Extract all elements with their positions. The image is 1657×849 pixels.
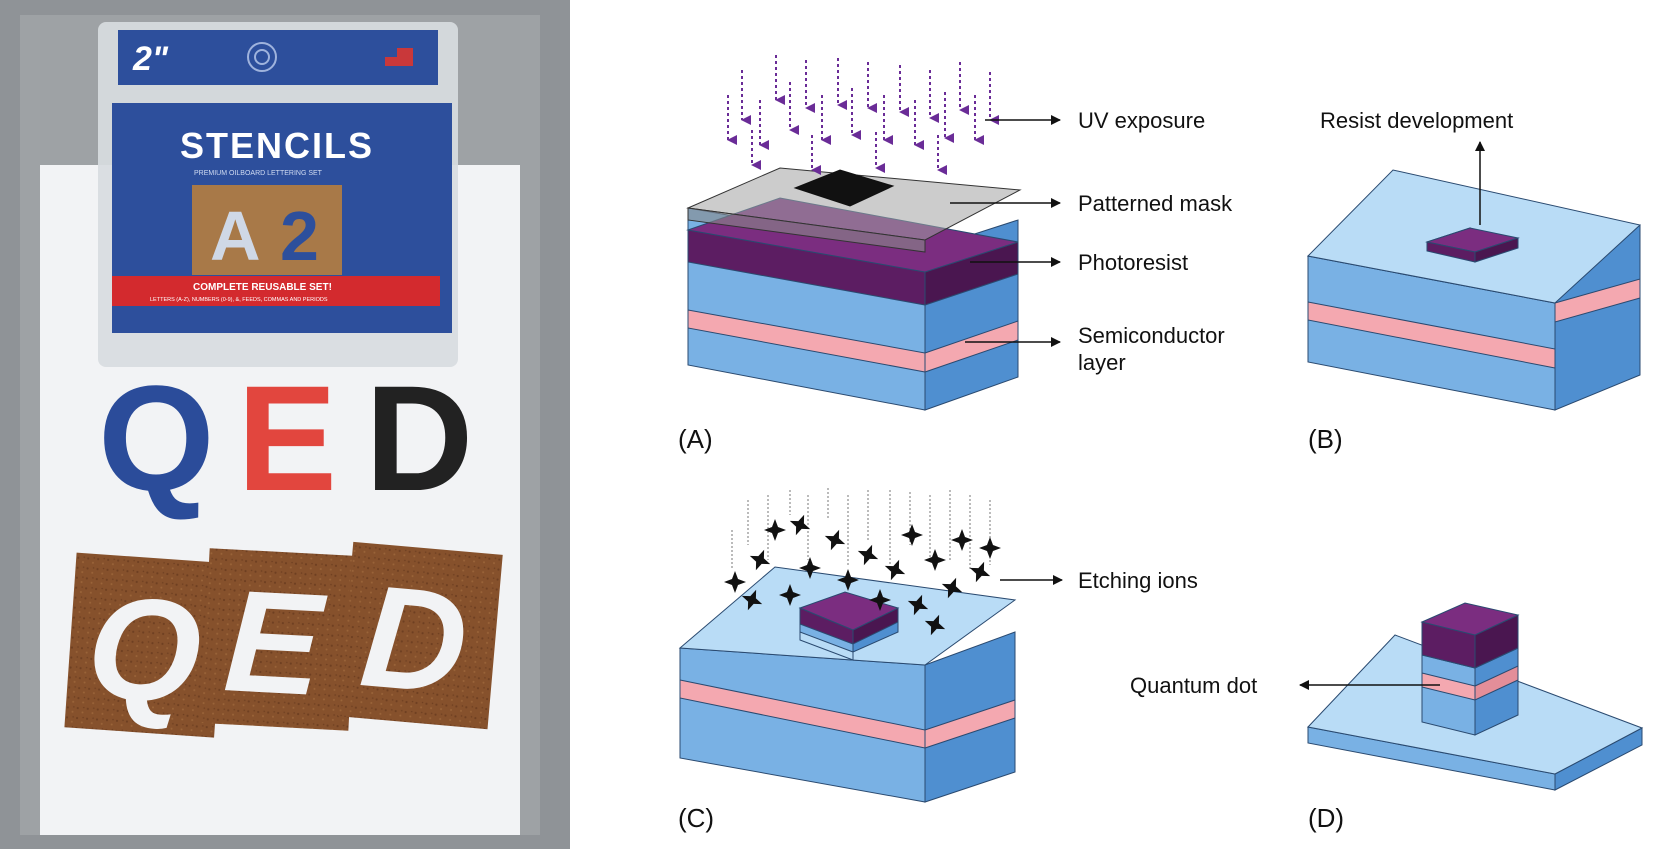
panel-b <box>1306 169 1642 411</box>
package-subtitle: PREMIUM OILBOARD LETTERING SET <box>194 170 323 177</box>
panel-d <box>1307 602 1644 791</box>
stencil-letter-e: E <box>221 559 330 726</box>
package-brand: STENCILS <box>180 125 374 166</box>
painted-letters: Q E D <box>98 354 473 522</box>
package-sample-digit: 2 <box>280 197 319 275</box>
package-size-label: 2" <box>132 40 169 78</box>
etching-ions <box>724 514 1001 636</box>
panel-a <box>686 167 1022 411</box>
callout-uv-exposure: UV exposure <box>1078 108 1205 133</box>
callout-patterned-mask: Patterned mask <box>1078 191 1233 216</box>
package-sample-letter: A <box>210 197 261 275</box>
painted-letter-q: Q <box>98 354 215 522</box>
stencil-board-d <box>338 541 503 730</box>
stencil-letter-q: Q <box>83 565 207 734</box>
panel-label-a: (A) <box>678 424 713 454</box>
callout-semiconductor-layer: layer <box>1078 350 1126 375</box>
stencil-board-e <box>200 548 358 731</box>
stencil-boards: Q E D <box>64 541 503 738</box>
lithography-diagram: UV exposure Patterned mask Photoresist S… <box>678 55 1644 833</box>
package-banner-title: COMPLETE REUSABLE SET! <box>193 282 332 293</box>
panel-c <box>678 566 1017 803</box>
callout-etching-ions: Etching ions <box>1078 568 1198 593</box>
stencil-package: 2" STENCILS PREMIUM OILBOARD LETTERING S… <box>98 22 458 367</box>
panel-label-b: (B) <box>1308 424 1343 454</box>
uv-arrows <box>727 55 999 175</box>
painted-letter-e: E <box>237 354 337 522</box>
panel-label-c: (C) <box>678 803 714 833</box>
callout-semiconductor: Semiconductor <box>1078 323 1225 348</box>
stencil-board-q <box>64 552 227 738</box>
panel-a-callouts <box>950 115 1061 347</box>
callout-quantum-dot: Quantum dot <box>1130 673 1257 698</box>
callout-resist-development: Resist development <box>1320 108 1513 133</box>
panel-label-d: (D) <box>1308 803 1344 833</box>
callout-photoresist: Photoresist <box>1078 250 1188 275</box>
stencil-letter-d: D <box>355 554 473 725</box>
stencil-photo: 2" STENCILS PREMIUM OILBOARD LETTERING S… <box>0 0 570 849</box>
painted-letter-d: D <box>365 354 473 522</box>
package-banner-detail: LETTERS (A-Z), NUMBERS (0-9), &, FEEDS, … <box>150 297 328 303</box>
